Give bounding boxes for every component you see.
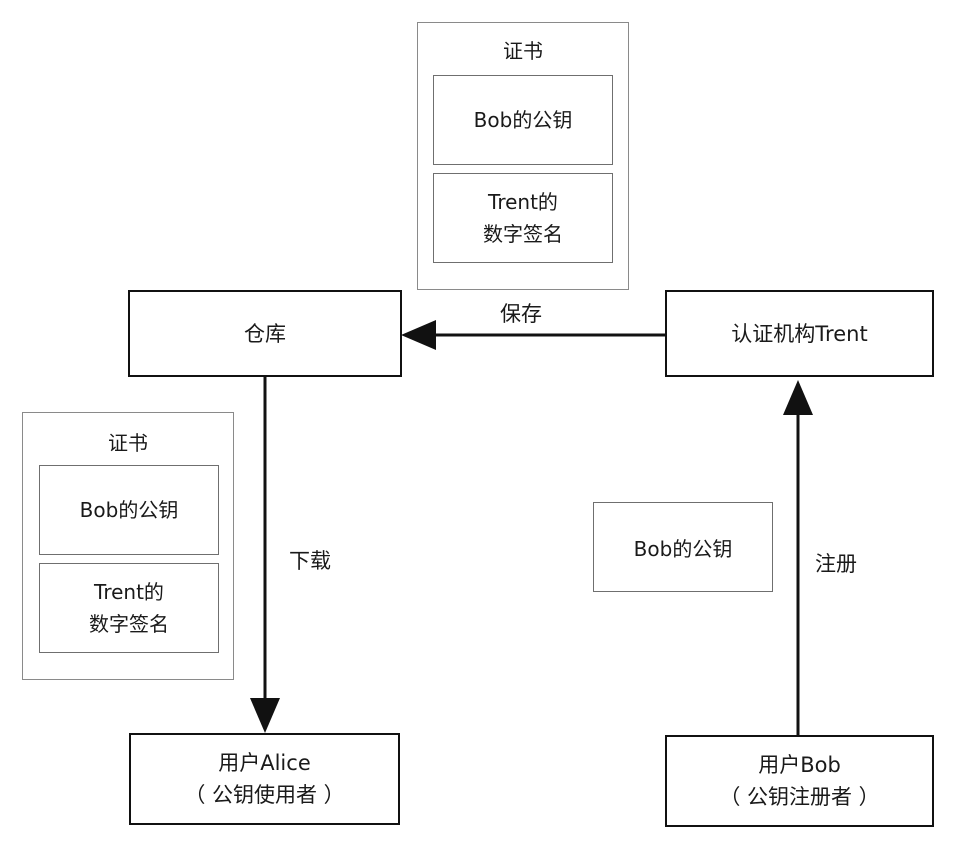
register-label: 注册 <box>815 552 857 576</box>
ca-trent-label: 认证机构Trent <box>731 321 868 346</box>
bob-public-key-label: Bob的公钥 <box>633 536 733 561</box>
certificate-left-public-key-field: Bob的公钥 <box>39 465 219 555</box>
certificate-top-signature-line2: 数字签名 <box>483 222 563 246</box>
user-alice-role: （ 公钥使用者 ） <box>184 783 345 807</box>
user-bob-node: 用户Bob （ 公钥注册者 ） <box>665 735 934 827</box>
repository-label: 仓库 <box>244 321 286 346</box>
user-alice-node: 用户Alice （ 公钥使用者 ） <box>129 733 400 825</box>
certificate-left-public-key-label: Bob的公钥 <box>79 498 179 522</box>
certificate-left: 证书 Bob的公钥 Trent的 数字签名 <box>22 412 234 680</box>
download-label: 下载 <box>289 549 331 573</box>
bob-public-key-box: Bob的公钥 <box>593 502 773 592</box>
certificate-top-signature-field: Trent的 数字签名 <box>433 173 613 263</box>
certificate-left-signature-line2: 数字签名 <box>89 612 169 636</box>
certificate-top: 证书 Bob的公钥 Trent的 数字签名 <box>417 22 629 290</box>
download-arrowhead <box>250 698 280 733</box>
certificate-top-public-key-field: Bob的公钥 <box>433 75 613 165</box>
save-label: 保存 <box>500 302 542 326</box>
certificate-top-signature-line1: Trent的 <box>488 190 558 214</box>
user-bob-role: （ 公钥注册者 ） <box>719 785 880 809</box>
certificate-top-title: 证书 <box>503 39 543 63</box>
ca-trent-node: 认证机构Trent <box>665 290 934 377</box>
save-arrowhead <box>401 320 436 350</box>
register-arrowhead <box>783 380 813 415</box>
certificate-left-signature-field: Trent的 数字签名 <box>39 563 219 653</box>
user-bob-label: 用户Bob <box>758 753 841 777</box>
certificate-left-signature-line1: Trent的 <box>94 580 164 604</box>
certificate-left-title: 证书 <box>108 431 148 455</box>
user-alice-label: 用户Alice <box>218 751 311 775</box>
repository-node: 仓库 <box>128 290 402 377</box>
certificate-top-public-key-label: Bob的公钥 <box>473 108 573 132</box>
